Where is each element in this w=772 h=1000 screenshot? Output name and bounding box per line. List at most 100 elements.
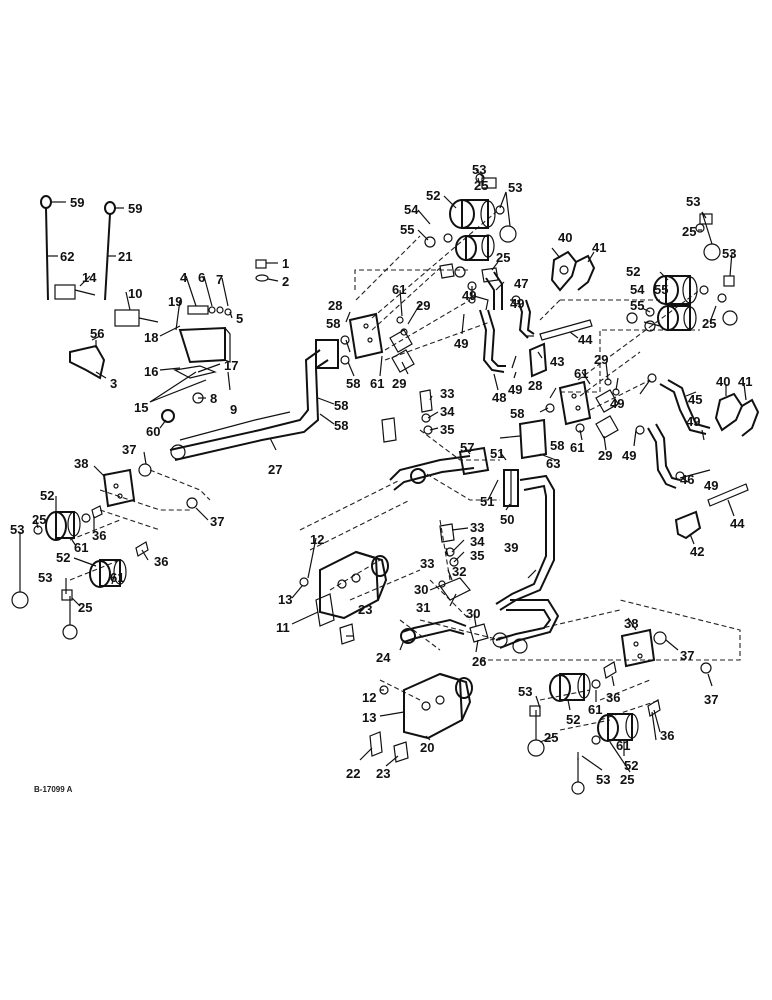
callout-44-right: 44 bbox=[730, 516, 745, 531]
callout-14: 14 bbox=[82, 270, 97, 285]
callout-52-left-b: 52 bbox=[56, 550, 70, 565]
callout-30-a: 30 bbox=[414, 582, 428, 597]
callout-53-right-a: 53 bbox=[686, 194, 700, 209]
callout-52-top: 52 bbox=[426, 188, 440, 203]
callout-37-right-a: 37 bbox=[680, 648, 694, 663]
callout-5: 5 bbox=[236, 311, 243, 326]
valve-block-28-right bbox=[545, 378, 620, 439]
callout-43: 43 bbox=[550, 354, 564, 369]
callout-27: 27 bbox=[268, 462, 282, 477]
callout-36-left-a: 36 bbox=[92, 528, 106, 543]
callout-32: 32 bbox=[452, 564, 466, 579]
callout-37-left-b: 37 bbox=[210, 514, 224, 529]
callout-25-top: 25 bbox=[474, 178, 488, 193]
callout-57: 57 bbox=[460, 440, 474, 455]
callout-1: 1 bbox=[282, 256, 289, 271]
callout-59-left: 59 bbox=[70, 195, 84, 210]
callout-53-left-a: 53 bbox=[10, 522, 24, 537]
callout-38-right: 38 bbox=[624, 616, 638, 631]
callout-15: 15 bbox=[134, 400, 148, 415]
callout-10: 10 bbox=[128, 286, 142, 301]
callout-25-bottom-b: 25 bbox=[620, 772, 634, 787]
callout-36-bottom-b: 36 bbox=[660, 728, 674, 743]
callout-12-upper: 12 bbox=[310, 532, 324, 547]
callout-58-top-c: 58 bbox=[334, 398, 348, 413]
callout-50: 50 bbox=[500, 512, 514, 527]
control-lever-62 bbox=[40, 195, 96, 301]
callout-49-top-a: 49 bbox=[462, 288, 476, 303]
callout-49-top-d: 49 bbox=[508, 382, 522, 397]
callout-36-bottom-a: 36 bbox=[606, 690, 620, 705]
callout-52-bottom-a: 52 bbox=[566, 712, 580, 727]
callout-44-top: 44 bbox=[578, 332, 593, 347]
clamp-40-41-right bbox=[714, 392, 760, 437]
bracket-3 bbox=[69, 335, 106, 380]
callout-55-right-a: 55 bbox=[654, 282, 668, 297]
lever-bracket-16 bbox=[173, 305, 232, 379]
coupler-52-bottom-lower bbox=[571, 699, 661, 795]
callout-25-top-b: 25 bbox=[496, 250, 510, 265]
tube-assembly-27 bbox=[169, 339, 339, 461]
callout-61-left-b: 61 bbox=[110, 570, 124, 585]
callout-52-right: 52 bbox=[626, 264, 640, 279]
callout-25-right-a: 25 bbox=[682, 224, 696, 239]
callout-49-right-b: 49 bbox=[622, 448, 636, 463]
control-valve-11 bbox=[299, 550, 389, 645]
callout-25-left-b: 25 bbox=[78, 600, 92, 615]
callout-29-right-a: 29 bbox=[594, 352, 608, 367]
dust-cap-53-left bbox=[11, 560, 78, 640]
leader-lines bbox=[19, 169, 747, 773]
callout-53-bottom-b: 53 bbox=[596, 772, 610, 787]
callout-42: 42 bbox=[690, 544, 704, 559]
callout-58-right: 58 bbox=[510, 406, 524, 421]
callout-34-lower: 34 bbox=[470, 534, 485, 549]
callout-13-lower: 13 bbox=[362, 710, 376, 725]
callout-49-top-b: 49 bbox=[454, 336, 468, 351]
callout-25-left-a: 25 bbox=[32, 512, 46, 527]
callout-49-right-d: 49 bbox=[704, 478, 718, 493]
callout-55-right-b: 55 bbox=[630, 298, 644, 313]
callout-29-right-b: 29 bbox=[598, 448, 612, 463]
callout-61-right-a: 61 bbox=[574, 366, 588, 381]
callout-4: 4 bbox=[180, 270, 188, 285]
callout-18: 18 bbox=[144, 330, 158, 345]
tube-57 bbox=[381, 389, 490, 491]
callout-22: 22 bbox=[346, 766, 360, 781]
callout-53-left-b: 53 bbox=[38, 570, 52, 585]
callout-13-upper: 13 bbox=[278, 592, 292, 607]
callout-17: 17 bbox=[224, 358, 238, 373]
callout-2: 2 bbox=[282, 274, 289, 289]
callout-3: 3 bbox=[110, 376, 117, 391]
tube-24 bbox=[400, 618, 489, 644]
callout-53-bottom-a: 53 bbox=[518, 684, 532, 699]
callout-6: 6 bbox=[198, 270, 205, 285]
callout-16: 16 bbox=[144, 364, 158, 379]
callout-20: 20 bbox=[420, 740, 434, 755]
callout-58-top-b: 58 bbox=[346, 376, 360, 391]
callout-40-right: 40 bbox=[716, 374, 730, 389]
callout-51-a: 51 bbox=[490, 446, 504, 461]
rod-44-top bbox=[539, 319, 593, 341]
callout-61-top: 61 bbox=[392, 282, 406, 297]
rod-44-right bbox=[707, 483, 749, 507]
callout-37-left: 37 bbox=[122, 442, 136, 457]
callout-29-top-b: 29 bbox=[392, 376, 406, 391]
valve-block-28-top bbox=[340, 312, 415, 373]
coupler-52-right bbox=[653, 213, 738, 326]
control-valve-20 bbox=[369, 672, 473, 763]
callout-53-right-b: 53 bbox=[722, 246, 736, 261]
callout-58-center: 58 bbox=[550, 438, 564, 453]
callout-49-right-a: 49 bbox=[610, 396, 624, 411]
control-lever-21 bbox=[104, 201, 159, 327]
callout-48: 48 bbox=[492, 390, 506, 405]
coupler-52-lower-left bbox=[89, 541, 149, 588]
hose-45 bbox=[647, 373, 711, 435]
callout-53-top: 53 bbox=[472, 162, 486, 177]
callout-12-lower: 12 bbox=[362, 690, 376, 705]
tube-39 bbox=[492, 474, 560, 654]
callout-49-right-c: 49 bbox=[686, 414, 700, 429]
callout-38-left: 38 bbox=[74, 456, 88, 471]
callout-63: 63 bbox=[546, 456, 560, 471]
callout-59-right: 59 bbox=[128, 201, 142, 216]
